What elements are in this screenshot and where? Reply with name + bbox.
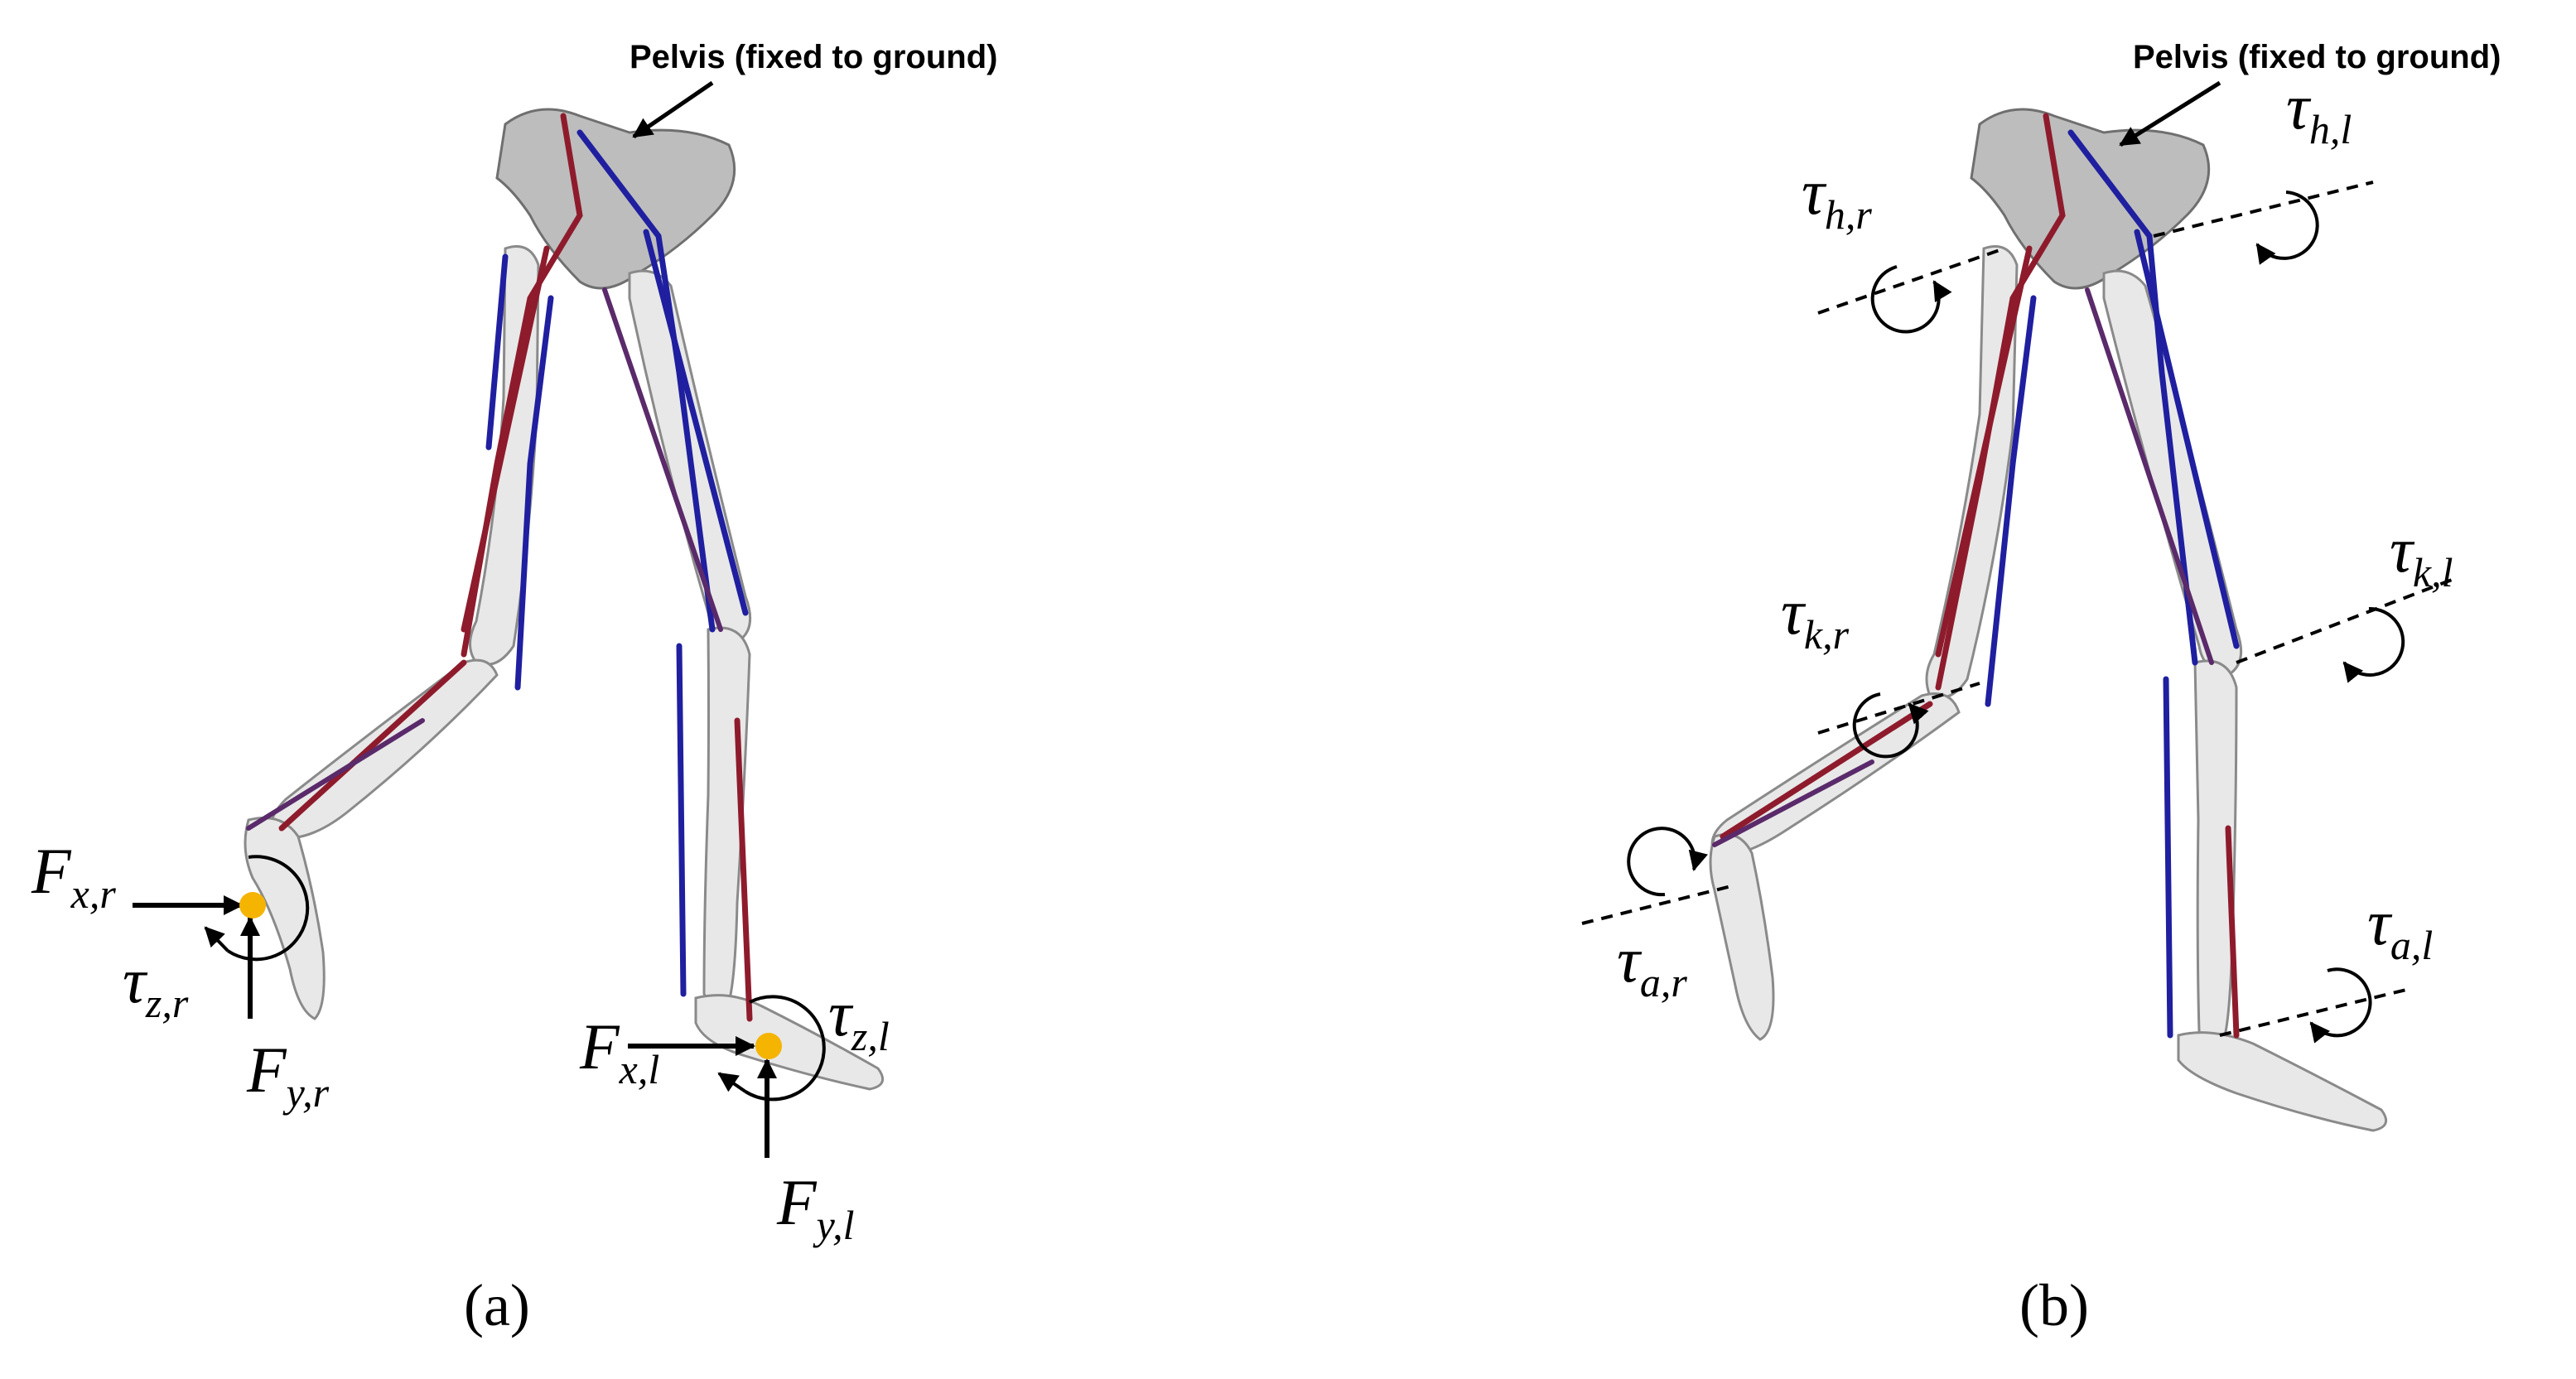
torque-knee-left: [2342, 606, 2405, 683]
torque-hip-right: [1870, 265, 1952, 334]
pelvis-label: Pelvis (fixed to ground): [2133, 39, 2501, 75]
torque-knee-right: [1852, 692, 1929, 759]
muscle-line: [2134, 229, 2240, 649]
th-l-symbol: τh,l: [2286, 70, 2352, 152]
tz-r-arrowhead: [204, 926, 229, 952]
ankle-axis-right: [1581, 885, 1732, 925]
muscle-line: [1935, 113, 2066, 691]
muscle-line: [734, 717, 753, 1022]
torque-ankle-right: [1627, 827, 1708, 897]
panel-a-label: (a): [464, 1272, 530, 1338]
muscles-b: [1712, 113, 2240, 1039]
torque-arc: [1627, 827, 1708, 897]
panel-b-label: (b): [2019, 1272, 2089, 1338]
panel-a: Pelvis (fixed to ground) Fx,r τz,r Fy,r: [31, 39, 997, 1338]
left-foot-loads: Fx,l τz,l Fy,l: [579, 977, 890, 1248]
muscle-line: [461, 245, 550, 633]
fx-l-symbol: Fx,l: [579, 1010, 659, 1092]
knee-axis-right: [1817, 682, 1980, 735]
fy-r-symbol: Fy,r: [246, 1034, 330, 1116]
ankle-axis-left: [2219, 988, 2407, 1037]
tz-l-arc: [744, 995, 826, 1102]
fx-r-symbol: Fx,r: [31, 835, 116, 917]
muscle-line: [676, 643, 687, 997]
muscle-line: [602, 287, 723, 632]
muscle-line: [1985, 295, 2037, 707]
muscles-a: [246, 113, 753, 1022]
torque-arc: [2309, 967, 2372, 1044]
right-tibia: [269, 658, 499, 840]
right-femur: [1925, 245, 2019, 699]
torque-arc: [1870, 265, 1952, 334]
right-foot: [1709, 833, 1775, 1041]
muscle-line: [1935, 245, 2033, 658]
muscle-line: [278, 659, 467, 832]
tk-l-symbol: τk,l: [2390, 514, 2453, 595]
muscle-line: [2163, 676, 2173, 1039]
muscle-line: [485, 253, 509, 451]
muscle-line: [576, 129, 716, 633]
right-tibia: [1710, 692, 1961, 856]
tz-l-arrowhead: [717, 1072, 747, 1093]
contact-point-left: [755, 1033, 782, 1059]
muscle-line: [1720, 701, 1933, 840]
tz-l-symbol: τz,l: [828, 977, 890, 1059]
muscle-line: [514, 295, 554, 691]
hip-axis-right: [1817, 247, 2005, 315]
hip-axis-left: [2153, 181, 2374, 238]
skeleton-a: [244, 108, 885, 1091]
left-foot: [2177, 1031, 2388, 1132]
muscle-line: [246, 718, 425, 831]
right-foot: [244, 817, 326, 1020]
tz-r-symbol: τz,r: [123, 944, 189, 1026]
torque-ankle-left: [2309, 967, 2372, 1044]
muscle-line: [2225, 825, 2240, 1039]
muscle-line: [643, 229, 749, 616]
th-r-symbol: τh,r: [1802, 156, 1872, 238]
panel-b: Pelvis (fixed to ground) τh,r: [1581, 39, 2501, 1338]
pelvis-arrow: [2119, 80, 2221, 147]
muscle-line: [2085, 287, 2214, 665]
torque-arc: [1852, 692, 1929, 759]
contact-point-right: [239, 892, 266, 919]
ta-l-symbol: τa,l: [2367, 886, 2433, 968]
muscle-line: [1712, 759, 1874, 847]
ta-r-symbol: τa,r: [1617, 923, 1687, 1005]
right-foot-loads: Fx,r τz,r Fy,r: [31, 835, 330, 1116]
torque-arc: [2255, 190, 2319, 265]
tz-r-arc: [226, 855, 310, 962]
torque-arc: [2342, 606, 2405, 683]
torque-hip-left: [2255, 190, 2319, 265]
pelvis-label: Pelvis (fixed to ground): [630, 39, 997, 75]
tk-r-symbol: τk,r: [1781, 576, 1850, 658]
fy-l-symbol: Fy,l: [776, 1166, 854, 1248]
pelvis-arrow: [632, 80, 714, 139]
